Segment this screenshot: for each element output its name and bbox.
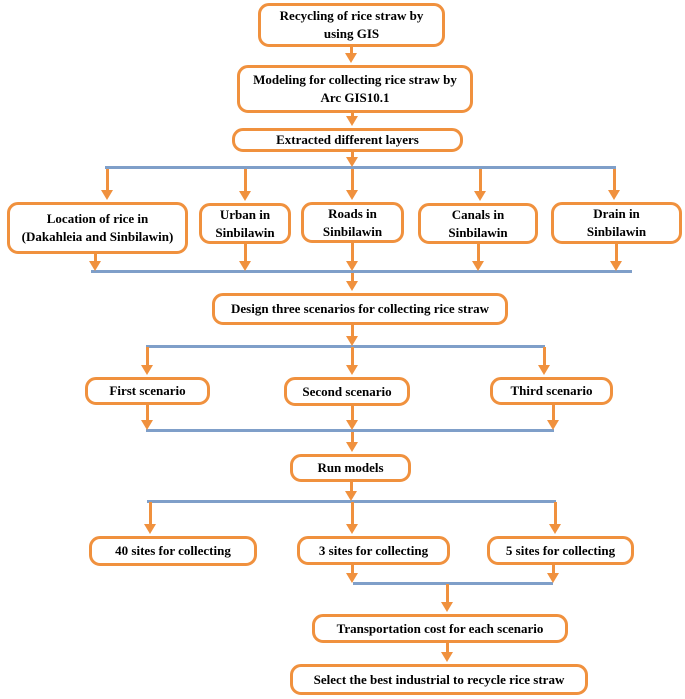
box-first-scenario: First scenario — [85, 377, 210, 405]
arrowhead-icon — [346, 261, 358, 271]
box-3-sites: 3 sites for collecting — [297, 536, 450, 565]
connector-arrow — [551, 405, 555, 422]
arrowhead-icon — [441, 602, 453, 612]
collector-line-2 — [91, 270, 632, 273]
box-urban: Urban in Sinbilawin — [199, 203, 291, 244]
arrowhead-icon — [345, 491, 357, 501]
connector-arrow — [350, 325, 354, 338]
collector-line-3 — [146, 345, 545, 348]
connector-arrow — [93, 253, 97, 263]
box-second-scenario: Second scenario — [284, 377, 410, 406]
arrowhead-icon — [141, 420, 153, 430]
box-third-scenario: Third scenario — [490, 377, 613, 405]
arrowhead-icon — [346, 116, 358, 126]
connector-arrow — [145, 347, 149, 367]
connector-arrow — [243, 169, 247, 193]
connector-arrow — [350, 502, 354, 526]
collector-line-1 — [105, 166, 616, 169]
connector-arrow — [349, 47, 353, 55]
box-extracted-layers: Extracted different layers — [232, 128, 463, 152]
connector-arrow — [614, 244, 618, 263]
connector-arrow — [612, 169, 616, 192]
box-select-best: Select the best industrial to recycle ri… — [290, 664, 588, 695]
connector-arrow — [349, 482, 353, 493]
box-design-scenarios: Design three scenarios for collecting ri… — [212, 293, 508, 325]
connector-arrow — [445, 584, 449, 604]
connector-arrow — [350, 347, 354, 367]
connector-arrow — [350, 432, 354, 444]
connector-arrow — [243, 244, 247, 263]
connector-arrow — [542, 347, 546, 367]
collector-line-6 — [353, 582, 553, 585]
connector-arrow — [350, 243, 354, 263]
connector-arrow — [350, 113, 354, 118]
arrowhead-icon — [141, 365, 153, 375]
box-5-sites: 5 sites for collecting — [487, 536, 634, 565]
arrowhead-icon — [346, 442, 358, 452]
connector-arrow — [350, 565, 354, 575]
arrowhead-icon — [346, 190, 358, 200]
connector-arrow — [551, 565, 555, 575]
connector-arrow — [478, 169, 482, 193]
arrowhead-icon — [346, 336, 358, 346]
arrowhead-icon — [239, 191, 251, 201]
arrowhead-icon — [345, 53, 357, 63]
connector-arrow — [445, 643, 449, 654]
arrowhead-icon — [346, 157, 358, 167]
arrowhead-icon — [346, 365, 358, 375]
arrowhead-icon — [441, 652, 453, 662]
connector-arrow — [350, 152, 354, 159]
arrowhead-icon — [549, 524, 561, 534]
arrowhead-icon — [346, 420, 358, 430]
connector-arrow — [350, 169, 354, 192]
collector-line-5 — [147, 500, 556, 503]
connector-arrow — [350, 406, 354, 422]
connector-arrow — [148, 502, 152, 526]
arrowhead-icon — [144, 524, 156, 534]
arrowhead-icon — [346, 281, 358, 291]
arrowhead-icon — [538, 365, 550, 375]
arrowhead-icon — [547, 573, 559, 583]
connector-arrow — [553, 502, 557, 526]
box-40-sites: 40 sites for collecting — [89, 536, 257, 566]
connector-arrow — [145, 405, 149, 422]
arrowhead-icon — [547, 420, 559, 430]
arrowhead-icon — [474, 191, 486, 201]
box-roads: Roads in Sinbilawin — [301, 202, 404, 243]
box-drain: Drain in Sinbilawin — [551, 202, 682, 244]
connector-arrow — [350, 273, 354, 283]
arrowhead-icon — [346, 524, 358, 534]
box-transportation-cost: Transportation cost for each scenario — [312, 614, 568, 643]
arrowhead-icon — [89, 261, 101, 271]
collector-line-4 — [146, 429, 554, 432]
box-run-models: Run models — [290, 454, 411, 482]
box-recycling: Recycling of rice straw by using GIS — [258, 3, 445, 47]
box-canals: Canals in Sinbilawin — [418, 203, 538, 244]
arrowhead-icon — [610, 261, 622, 271]
connector-arrow — [105, 169, 109, 192]
box-location-rice: Location of rice in (Dakahleia and Sinbi… — [7, 202, 188, 254]
arrowhead-icon — [608, 190, 620, 200]
connector-arrow — [476, 244, 480, 263]
arrowhead-icon — [239, 261, 251, 271]
arrowhead-icon — [346, 573, 358, 583]
arrowhead-icon — [472, 261, 484, 271]
box-modeling: Modeling for collecting rice straw by Ar… — [237, 65, 473, 113]
arrowhead-icon — [101, 190, 113, 200]
